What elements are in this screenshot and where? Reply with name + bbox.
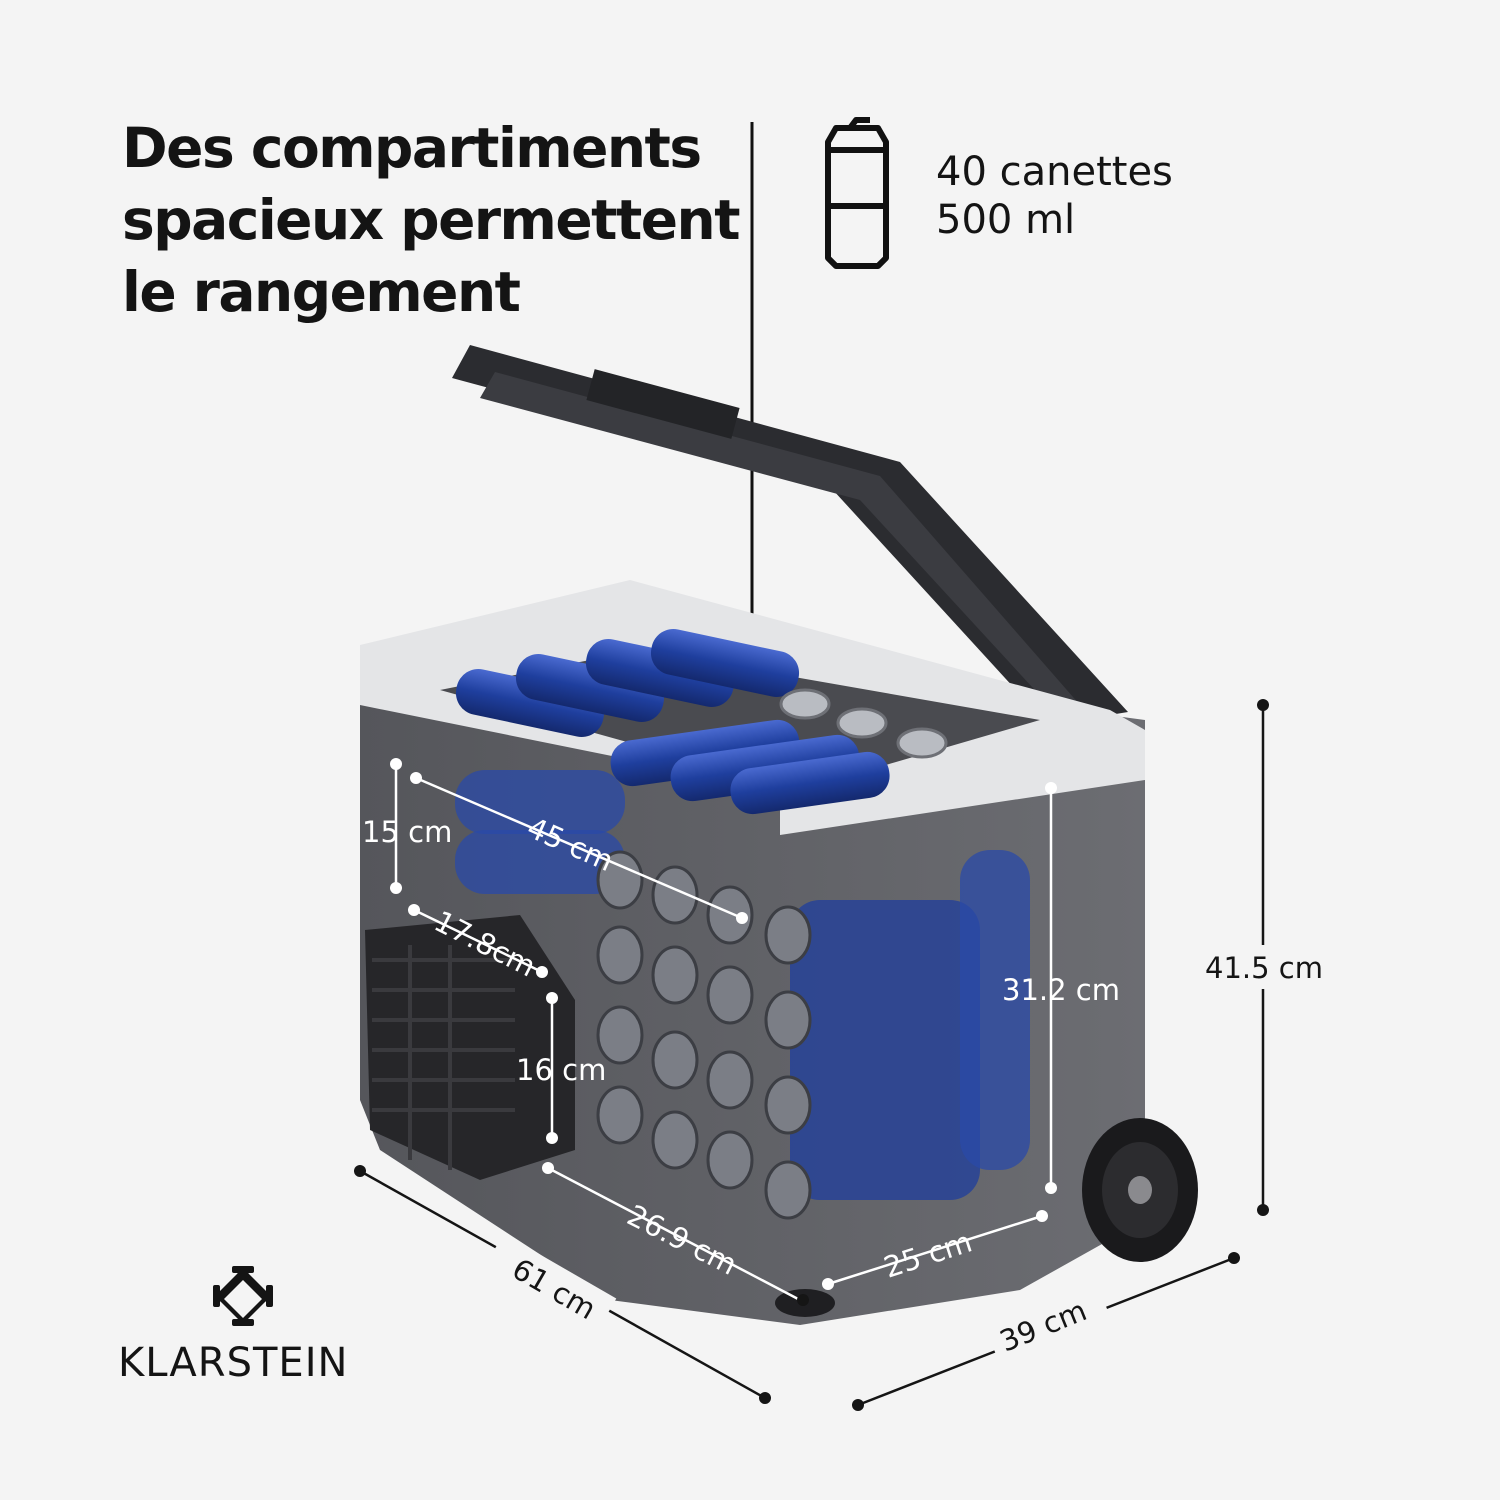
headline-line-3: le rangement — [122, 260, 521, 324]
top-cans — [455, 629, 948, 815]
can-capacity-info: 40 canettes 500 ml — [936, 148, 1173, 244]
dim-upper-height: 15 cm — [362, 815, 452, 849]
compressor-vent — [365, 915, 575, 1180]
klarstein-logo-icon — [213, 1266, 273, 1326]
cooler-illustration — [360, 345, 1198, 1325]
dim-lower-height: 16 cm — [516, 1053, 606, 1087]
dim-total-height: 41.5 cm — [1205, 951, 1323, 985]
can-count: 40 canettes — [936, 149, 1173, 195]
headline: Des compartiments spacieux permettent le… — [122, 112, 741, 328]
can-icon — [825, 117, 889, 269]
stacked-cans — [455, 770, 1030, 1220]
headline-line-2: spacieux permettent — [122, 188, 741, 252]
wheel — [1082, 1118, 1198, 1262]
headline-line-1: Des compartiments — [122, 116, 702, 180]
brand-name: KLARSTEIN — [118, 1340, 349, 1386]
can-volume: 500 ml — [936, 197, 1076, 243]
dim-inner-height: 31.2 cm — [1002, 973, 1120, 1007]
